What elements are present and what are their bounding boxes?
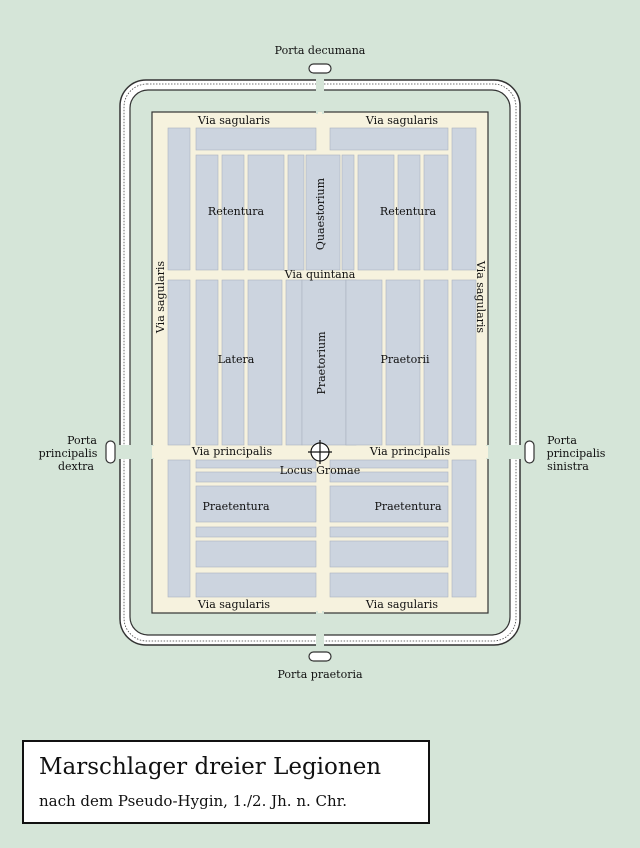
label-locus-gromae: Locus Gromae [280,464,360,477]
label-porta-sinistra-3: sinistra [547,460,589,473]
map-title: Marschlager dreier Legionen [39,754,382,780]
gate-gap-bottom [316,611,324,647]
label-porta-dextra-2: principalis [39,447,98,460]
gate-gap-left [118,445,154,459]
label-praetentura-right: Praetentura [374,500,442,513]
block-top-right [329,127,449,151]
label-via-sagularis-br: Via sagularis [365,598,439,611]
block-side-left-retentura [167,127,191,271]
block-quaestorium-edge [341,154,355,271]
label-porta-praetoria: Porta praetoria [277,668,362,681]
gate-gap-top [316,78,324,114]
block-retentura-right [423,154,449,271]
block-side-left-praetentura [167,459,191,598]
circle-cross-icon [308,440,332,464]
block-praetorium [301,279,347,446]
label-retentura-right: Retentura [380,205,437,218]
block-praetentura [195,572,317,598]
camp-blocks [167,127,477,598]
block-side-right-praetentura [451,459,477,598]
block-praetentura-strip [195,526,317,538]
block-latera [247,279,283,446]
block-praetentura-strip [329,526,449,538]
gate-pill-left [105,440,116,464]
block-praetorium-edge [285,279,303,446]
block-praetentura [195,540,317,568]
block-retentura-left [247,154,285,271]
block-praetentura-strip [329,459,449,469]
label-porta-dextra-3: dextra [58,460,94,473]
map-subtitle: nach dem Pseudo-Hygin, 1./2. Jh. n. Chr. [39,792,347,810]
road-stub-right [484,446,488,458]
block-praetorii [423,279,449,446]
gate-gap-right [486,445,522,459]
label-quaestorium: Quaestorium [314,177,327,250]
gate-pill-right [524,440,535,464]
label-porta-sinistra-2: principalis [547,447,606,460]
label-latera: Latera [218,353,255,366]
label-praetentura-left: Praetentura [202,500,270,513]
block-praetentura-strip [329,471,449,483]
block-latera [221,279,245,446]
label-via-principalis-right: Via principalis [369,445,451,458]
block-praetorii [385,279,421,446]
label-via-sagularis-tr: Via sagularis [365,114,439,127]
block-latera [195,279,219,446]
block-praetentura [329,485,449,523]
label-porta-decumana: Porta decumana [275,44,366,57]
block-praetentura [195,485,317,523]
title-box: Marschlager dreier Legionen nach dem Pse… [22,740,430,824]
block-praetentura-strip [195,471,317,483]
label-praetorii: Praetorii [380,353,430,366]
label-retentura-left: Retentura [208,205,265,218]
block-retentura-right [357,154,395,271]
label-via-quintana: Via quintana [284,268,356,281]
label-via-sagularis-bl: Via sagularis [197,598,271,611]
block-side-right-retentura [451,127,477,271]
label-via-sagularis-right: Via sagularis [474,260,487,334]
camp-plan: Porta decumana Porta praetoria Porta pri… [39,44,606,681]
block-side-left-latera [167,279,191,446]
label-porta-sinistra-1: Porta [547,434,577,447]
block-retentura-left [221,154,245,271]
block-praetorii [345,279,383,446]
label-praetorium: Praetorium [315,331,328,395]
block-quaestorium-edge [287,154,305,271]
block-side-right-latera [451,279,477,446]
road-stub-bottom [318,607,322,613]
block-praetentura [329,540,449,568]
block-quaestorium [305,154,341,271]
gate-pill-bottom [308,651,332,662]
block-top-left [195,127,317,151]
block-retentura-right [397,154,421,271]
road-stub-left [152,446,156,458]
label-porta-dextra-1: Porta [67,434,97,447]
block-praetentura [329,572,449,598]
label-via-sagularis-tl: Via sagularis [197,114,271,127]
gate-pill-top [308,63,332,74]
block-praetentura-strip [195,459,317,469]
road-stub-top [318,112,322,118]
label-via-sagularis-left: Via sagularis [154,261,167,335]
label-via-principalis-left: Via principalis [191,445,273,458]
block-retentura-left [195,154,219,271]
